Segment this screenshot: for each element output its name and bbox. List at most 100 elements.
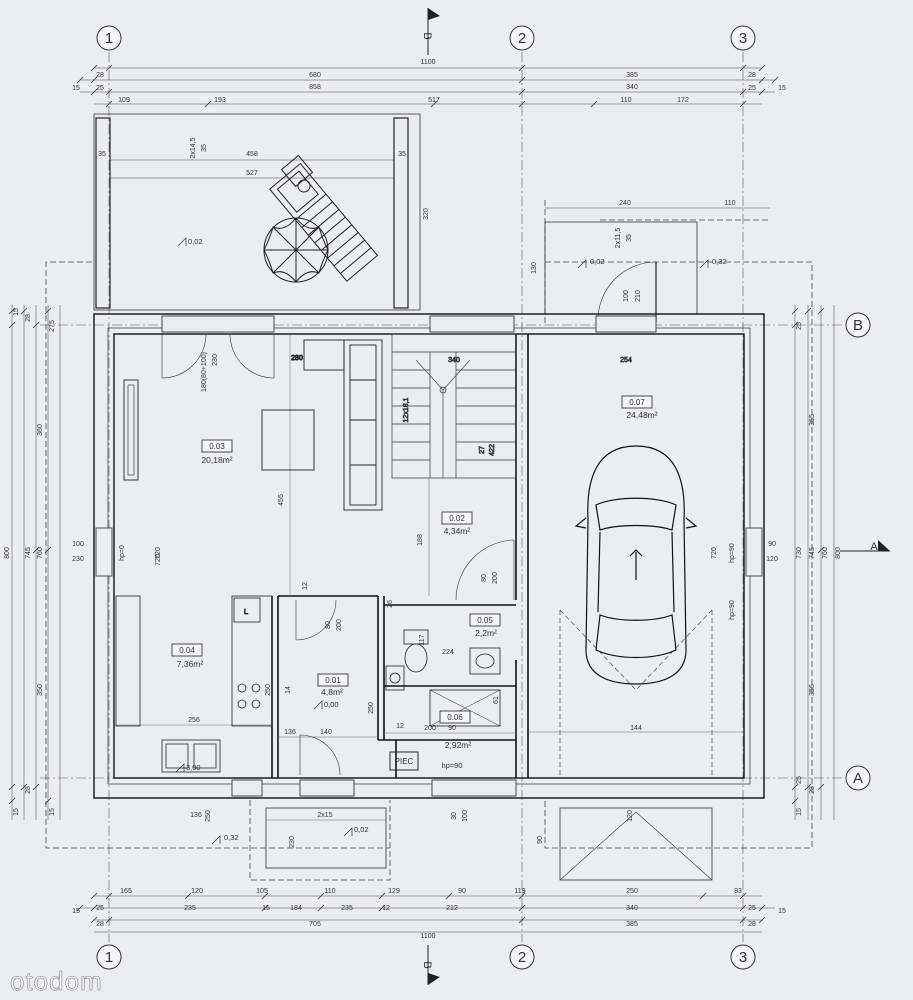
svg-text:105: 105 [256,888,268,895]
toilet-icon [403,629,429,673]
svg-text:15: 15 [72,908,80,915]
svg-text:4,8m²: 4,8m² [321,687,343,697]
terrace: 458 527 35 35 320 2x14,5 35 0,02 [93,113,430,311]
svg-text:730: 730 [796,547,803,559]
svg-text:360: 360 [37,424,44,436]
svg-text:144: 144 [630,725,642,732]
section-mark-b-top: B [421,8,440,55]
side-table-icon [280,154,314,193]
sink-icon [469,647,501,675]
dimension-ticks [8,64,825,924]
svg-text:A: A [870,541,878,553]
svg-text:120: 120 [627,810,634,822]
svg-text:hp=90: hp=90 [729,600,736,620]
svg-text:35: 35 [626,234,633,242]
svg-text:28: 28 [25,786,32,794]
otodom-watermark: otodom [10,966,103,996]
svg-text:15: 15 [13,808,20,816]
svg-text:130: 130 [531,262,538,274]
svg-text:3: 3 [739,949,747,966]
svg-text:458: 458 [246,151,258,158]
washing-machine-icon [385,665,405,691]
svg-text:0.03: 0.03 [209,442,225,451]
axis-bubble-2-bottom: 2 [509,944,535,970]
svg-text:25: 25 [96,905,104,912]
svg-text:200: 200 [492,572,499,584]
svg-text:120: 120 [191,888,203,895]
svg-text:4,34m²: 4,34m² [444,526,471,536]
svg-text:90: 90 [537,836,544,844]
svg-text:B: B [421,961,433,968]
dimension-lines [11,67,835,933]
svg-text:680: 680 [309,72,321,79]
svg-text:80: 80 [325,621,332,629]
svg-text:2,92m²: 2,92m² [445,740,472,750]
svg-text:200: 200 [336,619,343,631]
svg-text:PIEC: PIEC [395,757,414,766]
svg-text:27: 27 [479,446,486,454]
svg-text:90: 90 [448,725,456,732]
svg-text:250: 250 [626,888,638,895]
svg-text:527: 527 [246,170,258,177]
svg-text:110: 110 [324,888,335,895]
axis-bubble-b: B [845,312,871,338]
svg-text:2,2m²: 2,2m² [475,628,497,638]
svg-text:280: 280 [291,355,303,362]
parasol-icon [263,217,329,283]
svg-text:110: 110 [620,97,631,104]
svg-text:80: 80 [481,574,488,582]
svg-text:356: 356 [809,684,816,696]
svg-text:1: 1 [105,30,113,47]
axis-bubble-a: A [845,765,871,791]
svg-text:0.07: 0.07 [629,398,645,407]
axis-bubble-2-top: 2 [509,25,535,51]
svg-text:720: 720 [155,547,162,559]
svg-text:1100: 1100 [420,933,435,940]
svg-text:136: 136 [190,812,202,819]
svg-text:14: 14 [285,686,292,694]
svg-text:25: 25 [796,776,803,784]
svg-text:28: 28 [96,72,104,79]
svg-text:0,32: 0,32 [712,257,727,266]
svg-text:119: 119 [514,888,525,895]
svg-text:256: 256 [188,717,200,724]
svg-text:A: A [853,770,863,787]
svg-text:340: 340 [448,357,460,364]
svg-text:83: 83 [734,888,742,895]
svg-text:800: 800 [835,547,842,559]
dimension-text-bottom: 165 120 105 110 129 90 119 250 83 15 25 … [72,888,786,940]
svg-text:B: B [853,317,863,334]
svg-text:800: 800 [4,547,11,559]
coffee-table-icon [261,409,315,471]
kitchen-counter: L [115,595,273,773]
svg-text:172: 172 [677,97,689,104]
svg-text:200: 200 [424,725,436,732]
svg-text:760: 760 [822,547,829,559]
svg-text:1: 1 [105,949,113,966]
svg-text:35: 35 [98,151,106,158]
svg-text:15: 15 [778,908,786,915]
svg-text:90: 90 [458,888,466,895]
svg-text:250: 250 [205,810,212,822]
svg-text:340: 340 [626,84,638,91]
svg-text:0.04: 0.04 [179,646,195,655]
axis-bubble-1-bottom: 1 [96,944,122,970]
svg-text:hp=90: hp=90 [441,761,462,770]
svg-text:12: 12 [382,905,390,912]
svg-text:188: 188 [417,534,424,546]
svg-text:12x18,1: 12x18,1 [403,397,410,422]
svg-text:455: 455 [278,494,285,506]
svg-text:24,48m²: 24,48m² [626,410,657,420]
axis-bubble-1-top: 1 [96,25,122,51]
dimension-text-top: 1100 680 385 28 28 15 25 858 340 25 15 1… [72,59,786,104]
svg-text:224: 224 [442,649,454,656]
svg-text:230: 230 [289,836,296,848]
svg-text:2x14,5: 2x14,5 [190,137,197,158]
svg-text:180(80+100): 180(80+100) [201,352,208,392]
svg-text:28: 28 [748,72,756,79]
svg-text:385: 385 [626,72,638,79]
car-icon [574,445,698,685]
svg-text:136: 136 [284,729,296,736]
svg-text:hp=90: hp=90 [729,543,736,563]
